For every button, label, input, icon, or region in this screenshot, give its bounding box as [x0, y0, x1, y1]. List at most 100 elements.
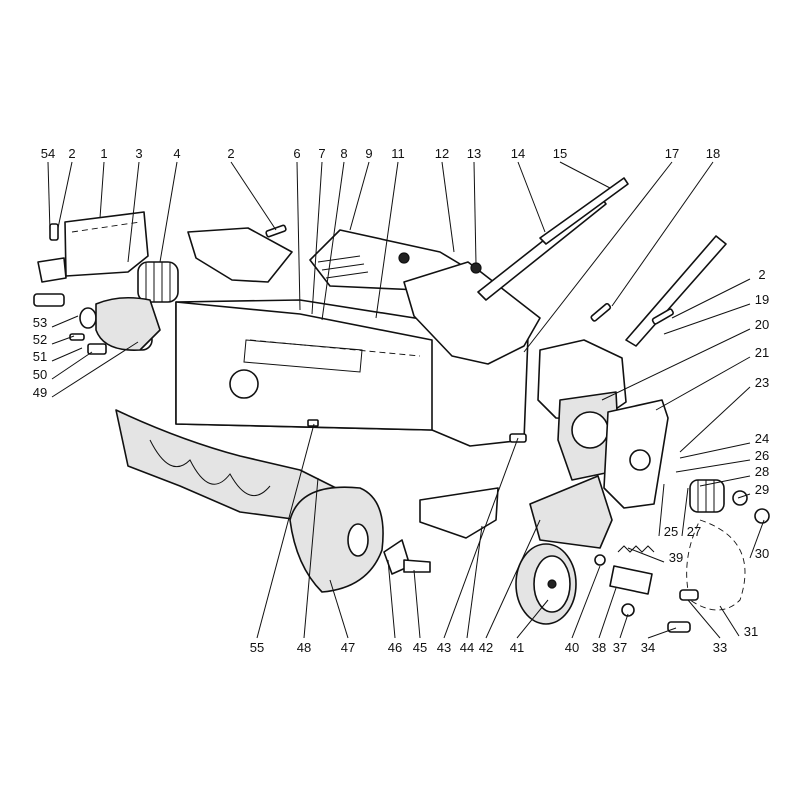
pin-part-2-center — [265, 224, 287, 238]
callout-right-25: 25 — [664, 524, 678, 539]
handle-bar-15 — [539, 177, 629, 245]
leader-line-right-19 — [663, 303, 751, 335]
callout-right-28: 28 — [755, 464, 769, 479]
callout-left-50: 50 — [33, 367, 47, 382]
callout-top-17: 17 — [665, 146, 679, 161]
leader-line-bottom-37 — [619, 613, 629, 639]
gear-cluster-part-28 — [689, 479, 725, 513]
callout-bottom-41: 41 — [510, 640, 524, 655]
callout-right-39: 39 — [669, 550, 683, 565]
leader-line-right-24 — [679, 442, 751, 459]
clip-part-38 — [609, 565, 653, 595]
callout-right-2: 2 — [758, 267, 765, 282]
leader-line-top-1 — [99, 161, 105, 219]
leader-line-top-11 — [375, 161, 399, 319]
leader-line-left-49 — [51, 341, 139, 398]
washer-part-29 — [732, 490, 748, 506]
pulley-part-41 — [515, 543, 577, 625]
leader-line-top-17 — [523, 161, 673, 353]
leader-line-right-23 — [679, 386, 751, 453]
shaft-part-45 — [403, 559, 431, 573]
callout-left-53: 53 — [33, 315, 47, 330]
leader-line-bottom-40 — [571, 565, 601, 639]
callout-bottom-55: 55 — [250, 640, 264, 655]
callout-top-14: 14 — [511, 146, 525, 161]
cap-part-30 — [754, 508, 770, 524]
callout-bottom-42: 42 — [479, 640, 493, 655]
leader-line-right-39 — [627, 547, 665, 563]
leader-line-top-7 — [311, 161, 323, 315]
callout-bottom-45: 45 — [413, 640, 427, 655]
callout-top-9: 9 — [365, 146, 372, 161]
callout-right-27: 27 — [687, 524, 701, 539]
callout-left-52: 52 — [33, 332, 47, 347]
leader-line-top-14 — [517, 161, 546, 233]
chute-deflector — [187, 227, 293, 283]
callout-bottom-38: 38 — [592, 640, 606, 655]
spring-part-39 — [617, 545, 655, 553]
callout-left-49: 49 — [33, 385, 47, 400]
leader-layer — [47, 161, 765, 639]
bolt-part-2-left — [49, 223, 59, 241]
callout-right-31: 31 — [744, 624, 758, 639]
leader-line-top-4 — [159, 161, 178, 263]
washer-part-37 — [621, 603, 635, 617]
callout-top-3: 3 — [135, 146, 142, 161]
belt-part-31 — [686, 519, 746, 611]
leader-line-right-21 — [655, 356, 751, 411]
leader-line-top-2 — [57, 161, 73, 229]
leader-line-right-31 — [719, 605, 740, 637]
leader-line-bottom-46 — [387, 559, 396, 639]
auger-spiral — [115, 409, 341, 521]
belt-guard-part-42 — [529, 475, 613, 549]
callout-top-8: 8 — [340, 146, 347, 161]
leader-line-bottom-34 — [647, 627, 677, 639]
callout-bottom-33: 33 — [713, 640, 727, 655]
leader-line-top-3 — [127, 161, 140, 263]
callout-bottom-40: 40 — [565, 640, 579, 655]
leader-line-bottom-42 — [485, 519, 541, 639]
leader-line-bottom-47 — [329, 579, 349, 639]
callout-top-4: 4 — [173, 146, 180, 161]
leader-line-top-18 — [611, 161, 714, 307]
leader-line-bottom-45 — [413, 569, 421, 639]
leader-line-bottom-38 — [598, 587, 617, 639]
strip-part-54 — [37, 257, 67, 283]
leader-line-right-26 — [675, 459, 751, 473]
callout-top-6: 6 — [293, 146, 300, 161]
leader-line-top-13 — [473, 161, 477, 265]
callout-top-1: 1 — [100, 146, 107, 161]
callout-bottom-46: 46 — [388, 640, 402, 655]
gear-part-4 — [137, 261, 179, 303]
leader-line-top-6 — [296, 161, 301, 311]
nut-part-40 — [594, 554, 606, 566]
leader-line-right-25 — [658, 483, 665, 537]
callout-left-51: 51 — [33, 349, 47, 364]
leader-line-right-30 — [749, 519, 765, 559]
leader-line-bottom-48 — [303, 477, 319, 639]
leader-line-bottom-41 — [516, 599, 549, 639]
callout-top-18: 18 — [706, 146, 720, 161]
leader-line-right-2 — [671, 278, 751, 319]
callout-right-29: 29 — [755, 482, 769, 497]
handle-bar-right — [625, 235, 727, 347]
callout-bottom-47: 47 — [341, 640, 355, 655]
callout-bottom-44: 44 — [460, 640, 474, 655]
callout-top-2: 2 — [68, 146, 75, 161]
cover-part-1 — [64, 211, 149, 277]
callout-right-24: 24 — [755, 431, 769, 446]
leader-line-left-53 — [51, 315, 79, 328]
callout-top-7: 7 — [318, 146, 325, 161]
callout-bottom-43: 43 — [437, 640, 451, 655]
auger-blade-part-47 — [289, 486, 384, 593]
leader-line-bottom-33 — [687, 599, 721, 639]
bolt-part-33 — [679, 589, 699, 601]
callout-bottom-34: 34 — [641, 640, 655, 655]
leader-line-top-9 — [349, 161, 370, 231]
leader-line-top-8 — [321, 161, 345, 321]
leader-line-left-52 — [51, 335, 75, 345]
callout-right-23: 23 — [755, 375, 769, 390]
